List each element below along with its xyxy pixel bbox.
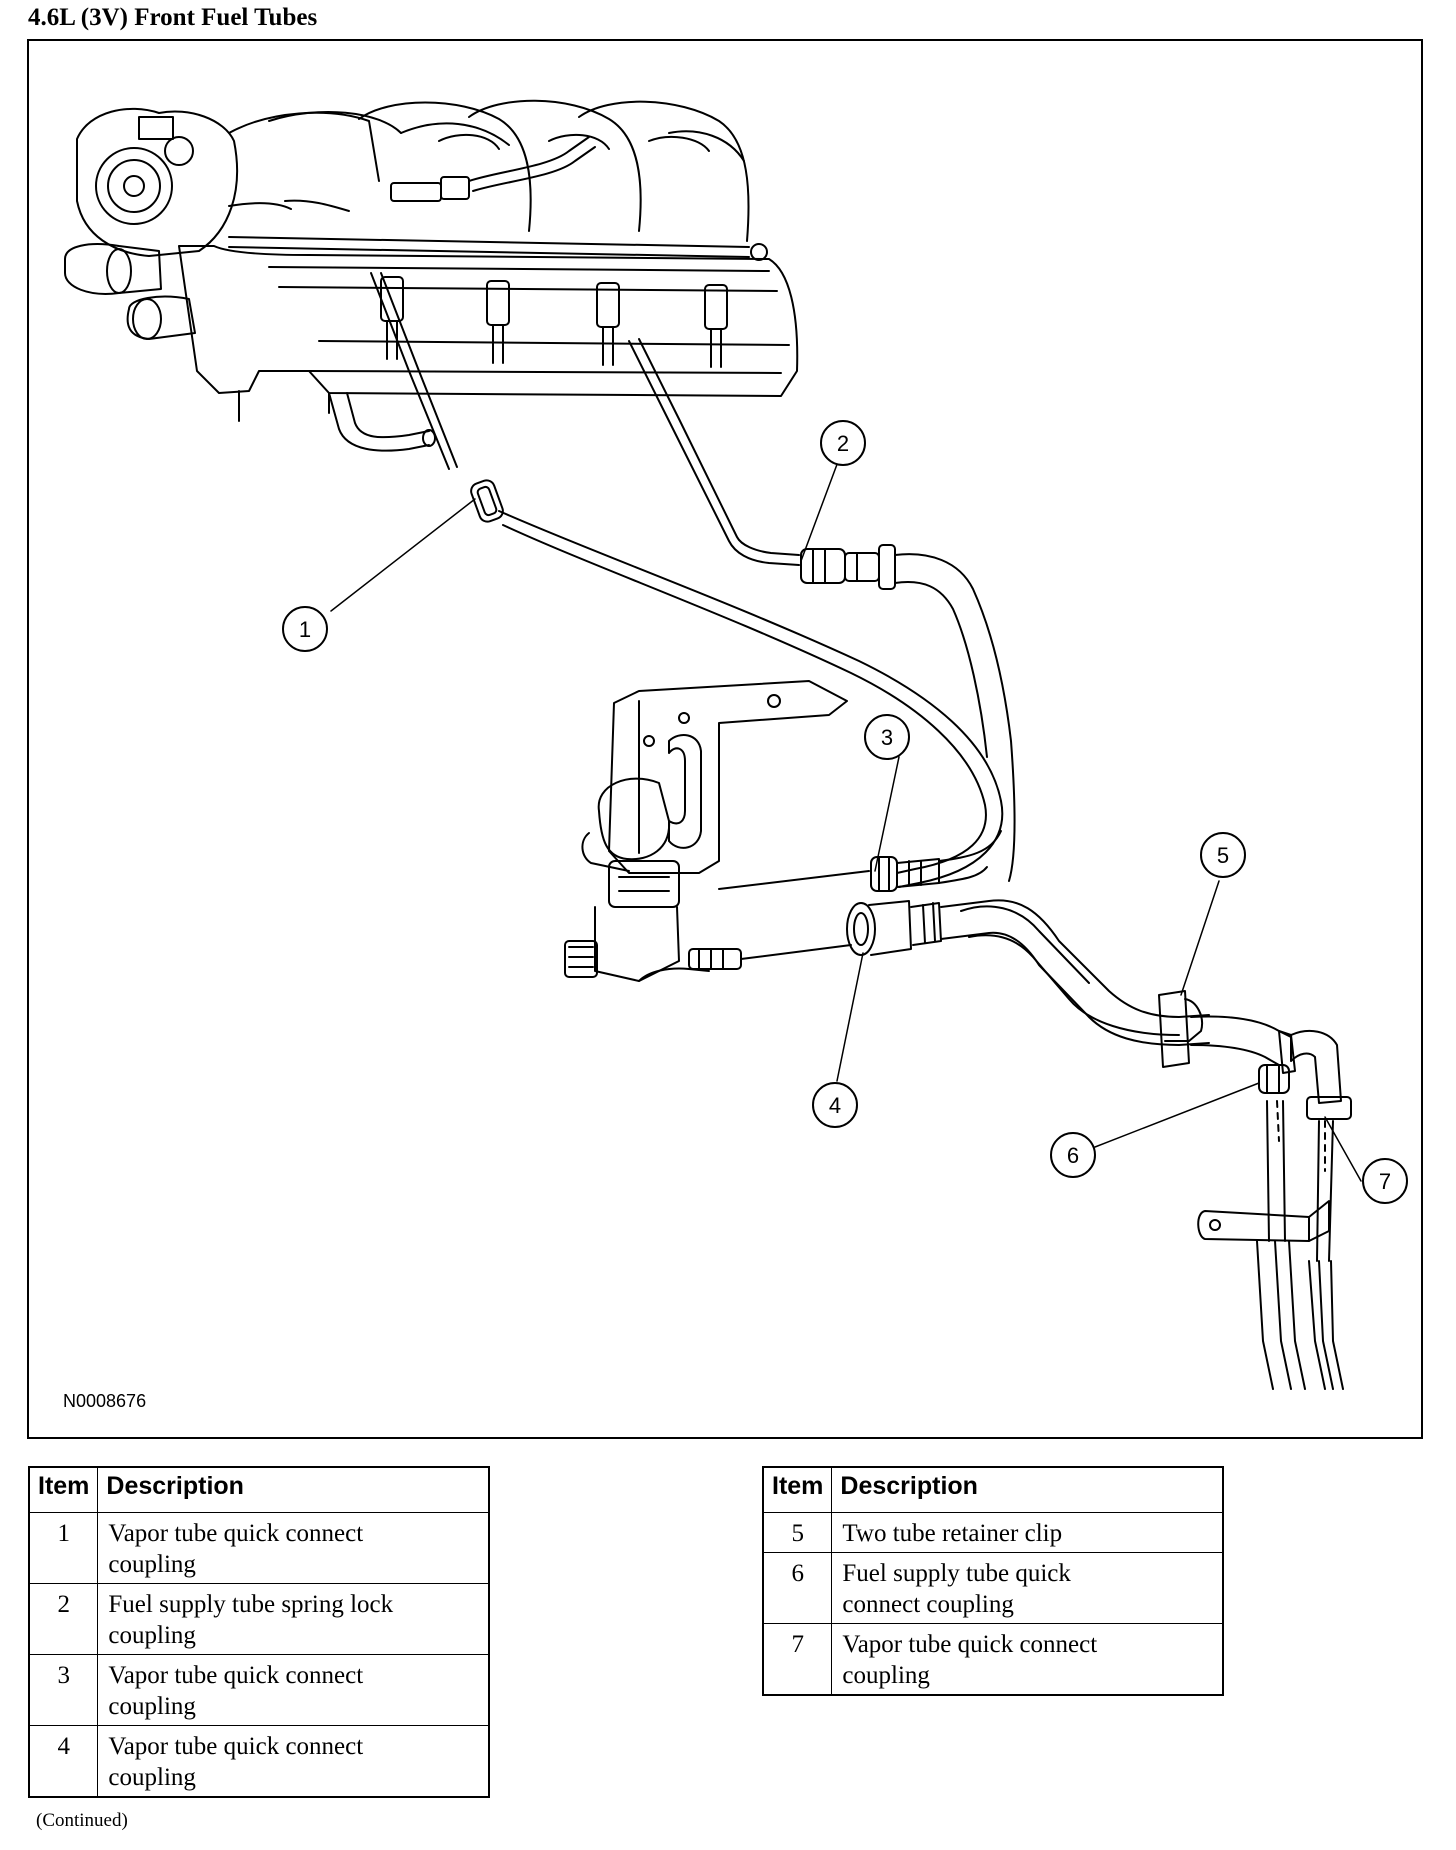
fuel-supply-tube [628, 338, 1016, 882]
description-line: Vapor tube quick connect [842, 1631, 1098, 1658]
table-row: 6 Fuel supply tube quick connect coupling [762, 1552, 1224, 1624]
item-header: Item [762, 1466, 833, 1513]
description-line: coupling [842, 1662, 930, 1689]
item-number: 2 [28, 1583, 99, 1655]
description-header: Description [831, 1466, 1224, 1513]
callout-6: 6 [1067, 1143, 1079, 1168]
item-description: Vapor tube quick connect coupling [97, 1725, 490, 1798]
description-line: Vapor tube quick connect [108, 1733, 364, 1760]
description-line: Vapor tube quick connect [108, 1520, 364, 1547]
description-line: coupling [108, 1764, 196, 1791]
callout-3: 3 [881, 725, 893, 750]
item-description: Fuel supply tube quick connect coupling [831, 1552, 1224, 1624]
item-description: Vapor tube quick connect coupling [97, 1654, 490, 1726]
callout-1: 1 [299, 617, 311, 642]
description-line: Vapor tube quick connect [108, 1662, 364, 1689]
description-header: Description [97, 1466, 490, 1513]
fuel-tube-diagram: 1 2 3 4 5 6 7 [64, 99, 1408, 1390]
callout-7: 7 [1379, 1169, 1391, 1194]
item-table-left: Item Description 1 Vapor tube quick conn… [28, 1466, 490, 1798]
description-line: Fuel supply tube quick [842, 1560, 1071, 1587]
figure-frame: 1 2 3 4 5 6 7 N0008676 [27, 39, 1423, 1439]
item-header: Item [28, 1466, 99, 1513]
callout-5: 5 [1217, 843, 1229, 868]
description-line: coupling [108, 1622, 196, 1649]
item-number: 5 [762, 1512, 833, 1553]
intake-manifold [64, 99, 799, 452]
callout-bubbles [282, 420, 1408, 1204]
page-title: 4.6L (3V) Front Fuel Tubes [28, 4, 318, 31]
item-description: Vapor tube quick connect coupling [831, 1623, 1224, 1696]
item-description: Two tube retainer clip [831, 1512, 1224, 1553]
description-line: coupling [108, 1551, 196, 1578]
table-row: 2 Fuel supply tube spring lock coupling [28, 1583, 490, 1655]
table-row: 4 Vapor tube quick connect coupling [28, 1725, 490, 1798]
item-number: 1 [28, 1512, 99, 1584]
item-description: Vapor tube quick connect coupling [97, 1512, 490, 1584]
callout-numbers: 1 2 3 4 5 6 7 [299, 431, 1391, 1194]
description-line: Fuel supply tube spring lock [108, 1591, 394, 1618]
table-row: 5 Two tube retainer clip [762, 1512, 1224, 1553]
description-line: connect coupling [842, 1591, 1014, 1618]
description-line: Two tube retainer clip [842, 1520, 1063, 1547]
item-number: 4 [28, 1725, 99, 1798]
couplings-5-6-7 [1158, 990, 1352, 1390]
item-table-right: Item Description 5 Two tube retainer cli… [762, 1466, 1224, 1696]
item-number: 3 [28, 1654, 99, 1726]
vapor-tube [370, 272, 1004, 888]
table-row: 7 Vapor tube quick connect coupling [762, 1623, 1224, 1696]
continued-note: (Continued) [36, 1810, 128, 1831]
item-number: 6 [762, 1552, 833, 1624]
item-number: 7 [762, 1623, 833, 1696]
callout-2: 2 [837, 431, 849, 456]
purge-valve-bracket [564, 680, 870, 982]
table-row: 3 Vapor tube quick connect coupling [28, 1654, 490, 1726]
item-description: Fuel supply tube spring lock coupling [97, 1583, 490, 1655]
couplings-3-4 [846, 830, 1210, 1046]
figure-code: N0008676 [63, 1391, 147, 1411]
callout-leaders [330, 458, 1362, 1182]
description-line: coupling [108, 1693, 196, 1720]
callout-4: 4 [829, 1093, 841, 1118]
table-row: 1 Vapor tube quick connect coupling [28, 1512, 490, 1584]
